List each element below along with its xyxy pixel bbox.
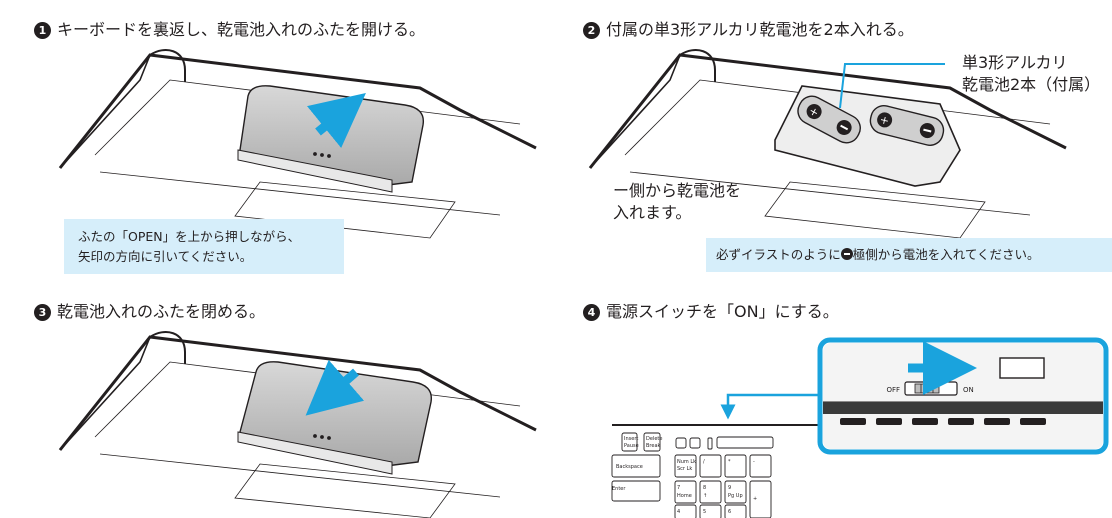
key-9: 9: [728, 485, 731, 491]
key-minus: -: [753, 459, 755, 465]
key-enter: Enter: [612, 486, 626, 492]
step-2-text: 付属の単3形アルカリ乾電池を2本入れる。: [606, 20, 914, 39]
switch-off-label: OFF: [886, 386, 900, 394]
key-slash: /: [703, 459, 705, 465]
key-home: Home: [677, 493, 692, 499]
switch-on-label: ON: [963, 386, 974, 394]
step-3-number: 3: [34, 304, 51, 321]
step-3-heading: 3 乾電池入れのふたを閉める。: [34, 302, 265, 322]
step-1-number: 1: [34, 22, 51, 39]
note-open-lid: ふたの「OPEN」を上から押しながら、 矢印の方向に引いてください。: [64, 219, 344, 274]
key-up: ↑: [703, 493, 707, 499]
battery-callout-label: 単3形アルカリ 乾電池2本（付属）: [962, 52, 1100, 96]
battery-callout-line-1: 単3形アルカリ: [962, 53, 1068, 72]
battery-1: +: [797, 95, 861, 144]
battery-2: +: [869, 105, 945, 146]
note-battery-direction-after: 極側から電池を入れてください。: [852, 247, 1040, 262]
key-star: *: [728, 459, 731, 465]
note-open-lid-line-2: 矢印の方向に引いてください。: [78, 249, 253, 264]
note-open-lid-line-1: ふたの「OPEN」を上から押しながら、: [78, 229, 301, 244]
svg-text:+: +: [878, 113, 890, 128]
key-pgup: Pg Up: [728, 493, 743, 499]
minus-side-line-2: 入れます。: [613, 203, 692, 222]
key-scrlk: Scr Lk: [677, 466, 692, 472]
close-arrow-icon: [305, 359, 365, 416]
keyboard-front-illustration: Insert Pause Delete Break Backspace Ente…: [611, 424, 830, 518]
battery-lid-closed: [239, 361, 433, 467]
step-2-heading: 2 付属の単3形アルカリ乾電池を2本入れる。: [583, 20, 914, 40]
key-backspace: Backspace: [616, 464, 643, 470]
callout-line: [839, 63, 945, 109]
key-break: Break: [646, 443, 661, 449]
minus-circle-icon: [840, 248, 853, 260]
key-pause: Pause: [624, 443, 639, 449]
key-numlk: Num Lk: [677, 459, 696, 465]
key-delete: Delete: [646, 436, 662, 442]
key-4: 4: [677, 509, 680, 515]
minus-side-line-1: ー側から乾電池を: [613, 181, 742, 200]
battery-callout-line-2: 乾電池2本（付属）: [962, 75, 1101, 94]
step-4-text: 電源スイッチを「ON」にする。: [606, 302, 839, 321]
key-5: 5: [703, 509, 706, 515]
step-3-text: 乾電池入れのふたを閉める。: [57, 302, 266, 321]
open-arrow-icon: [307, 92, 366, 148]
keyboard-back-illustration-1: [58, 49, 537, 239]
power-switch-zoom: OFF ON: [817, 337, 1109, 455]
step-4-number: 4: [583, 304, 600, 321]
zoom-pointer-arrow: [720, 393, 820, 420]
key-8: 8: [703, 485, 706, 491]
minus-side-label: ー側から乾電池を 入れます。: [613, 180, 741, 224]
battery-illustration: + +: [588, 49, 1067, 239]
step-2-number: 2: [583, 22, 600, 39]
step-4-heading: 4 電源スイッチを「ON」にする。: [583, 302, 839, 322]
key-insert: Insert: [624, 436, 638, 442]
key-plus: +: [753, 496, 757, 502]
key-6: 6: [728, 509, 731, 515]
note-battery-direction: 必ずイラストのように極側から電池を入れてください。: [706, 238, 1112, 272]
step-1-text: キーボードを裏返し、乾電池入れのふたを開ける。: [57, 20, 426, 39]
step-1-heading: 1 キーボードを裏返し、乾電池入れのふたを開ける。: [34, 20, 425, 40]
note-battery-direction-before: 必ずイラストのように: [716, 247, 841, 262]
keyboard-back-illustration-3: [58, 331, 537, 518]
key-7: 7: [677, 485, 680, 491]
